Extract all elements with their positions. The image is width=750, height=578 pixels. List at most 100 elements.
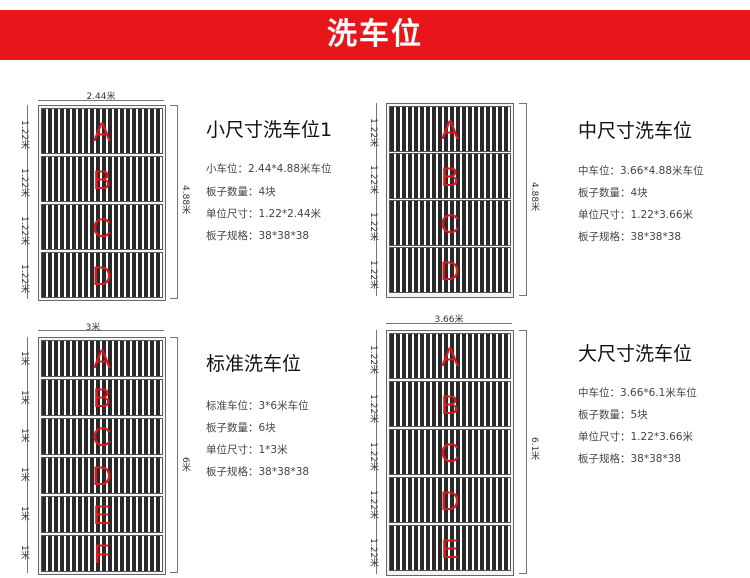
grate-diagram: A B C D E — [386, 330, 514, 576]
dimension-tick — [519, 330, 526, 331]
spec-line: 板子数量：5块 — [578, 409, 648, 421]
grate-board: B — [389, 153, 511, 199]
spec-line: 标准车位：3*6米车位 — [206, 400, 309, 412]
spec-line: 单位尺寸：1.22*3.66米 — [578, 209, 694, 221]
board-letter: E — [92, 500, 111, 530]
length-dimension-line — [177, 105, 178, 299]
board-letter: A — [92, 117, 111, 147]
width-dimension-line — [38, 330, 164, 331]
spec-line: 单位尺寸：1*3米 — [206, 444, 288, 456]
board-letter: B — [92, 165, 111, 195]
board-dimension-line — [27, 105, 28, 299]
board-label: 1米 — [19, 467, 29, 482]
dimension-tick — [170, 105, 177, 106]
board-letter: C — [92, 213, 112, 243]
board-letter: D — [92, 261, 112, 291]
board-dimension-line — [376, 330, 377, 574]
board-dimension-line — [376, 103, 377, 296]
dimension-tick — [170, 572, 177, 573]
board-label: 1.22米 — [19, 168, 29, 198]
panel-title: 中尺寸洗车位 — [578, 120, 693, 142]
board-label: 1米 — [19, 390, 29, 405]
board-letter: A — [440, 342, 459, 372]
spec-line: 板子规格：38*38*38 — [206, 230, 310, 242]
board-label: 1米 — [19, 351, 29, 366]
length-dimension-line — [177, 337, 178, 573]
grate-board: E — [389, 525, 511, 571]
spec-line: 单位尺寸：1.22*2.44米 — [206, 208, 322, 220]
grate-board: D — [41, 457, 163, 494]
spec-line: 小车位：2.44*4.88米车位 — [206, 163, 332, 175]
panel-title: 大尺寸洗车位 — [578, 343, 693, 365]
board-label: 1.22米 — [368, 118, 378, 148]
board-letter: D — [92, 461, 112, 491]
grate-diagram: A B C D — [38, 105, 166, 301]
page-title: 洗车位 — [327, 17, 423, 52]
dimension-tick — [170, 337, 177, 338]
length-label: 6米 — [180, 457, 190, 472]
width-dimension-line — [38, 100, 164, 101]
width-label: 3.66米 — [434, 315, 464, 325]
grate-diagram: A B C D E F — [38, 337, 166, 575]
width-dimension-line — [386, 323, 512, 324]
grate-board: B — [41, 156, 163, 202]
dimension-tick — [519, 573, 526, 574]
board-label: 1.22米 — [368, 538, 378, 568]
board-label: 1.22米 — [368, 345, 378, 375]
grate-diagram: A B C D — [386, 103, 514, 298]
length-dimension-line — [526, 103, 527, 296]
dimension-tick — [519, 295, 526, 296]
board-label: 1.22米 — [368, 442, 378, 472]
spec-line: 板子数量：4块 — [206, 186, 276, 198]
board-label: 1.22米 — [368, 212, 378, 242]
spec-line: 中车位：3.66*6.1米车位 — [578, 387, 697, 399]
board-letter: B — [440, 390, 459, 420]
spec-line: 板子数量：6块 — [206, 422, 276, 434]
spec-line: 板子规格：38*38*38 — [578, 231, 682, 243]
grate-board: A — [389, 333, 511, 379]
grate-board: E — [41, 496, 163, 533]
board-dimension-line — [27, 337, 28, 573]
spec-line: 板子规格：38*38*38 — [206, 466, 310, 478]
grate-board: B — [389, 381, 511, 427]
spec-line: 板子规格：38*38*38 — [578, 453, 682, 465]
board-letter: A — [440, 115, 459, 145]
header-banner: 洗车位 — [0, 10, 750, 60]
board-label: 1米 — [19, 428, 29, 443]
length-label: 4.88米 — [529, 182, 539, 212]
dimension-tick — [519, 103, 526, 104]
panel-title: 标准洗车位 — [206, 353, 302, 375]
grate-board: D — [41, 252, 163, 298]
board-letter: C — [440, 438, 460, 468]
grate-board: C — [41, 204, 163, 250]
board-label: 1.22米 — [368, 165, 378, 195]
grate-board: A — [41, 108, 163, 154]
board-label: 1米 — [19, 545, 29, 560]
grate-board: D — [389, 477, 511, 523]
width-label: 2.44米 — [86, 92, 116, 102]
board-letter: C — [440, 209, 460, 239]
board-letter: D — [440, 486, 460, 516]
board-letter: B — [440, 162, 459, 192]
board-label: 1.22米 — [368, 490, 378, 520]
grate-board: D — [389, 247, 511, 293]
grate-board: F — [41, 535, 163, 572]
board-label: 1米 — [19, 506, 29, 521]
length-dimension-line — [526, 330, 527, 574]
board-letter: E — [440, 534, 459, 564]
board-label: 1.22米 — [368, 394, 378, 424]
grate-board: C — [389, 200, 511, 246]
board-label: 1.22米 — [19, 120, 29, 150]
width-label: 3米 — [85, 323, 101, 333]
board-label: 1.22米 — [19, 264, 29, 294]
board-letter: C — [92, 422, 112, 452]
board-letter: B — [92, 383, 111, 413]
panel-title: 小尺寸洗车位1 — [206, 119, 333, 141]
board-letter: D — [440, 256, 460, 286]
spec-line: 板子数量：4块 — [578, 187, 648, 199]
spec-line: 单位尺寸：1.22*3.66米 — [578, 431, 694, 443]
grate-board: A — [389, 106, 511, 152]
grate-board: B — [41, 379, 163, 416]
length-label: 4.88米 — [180, 185, 190, 215]
board-letter: A — [92, 344, 111, 374]
